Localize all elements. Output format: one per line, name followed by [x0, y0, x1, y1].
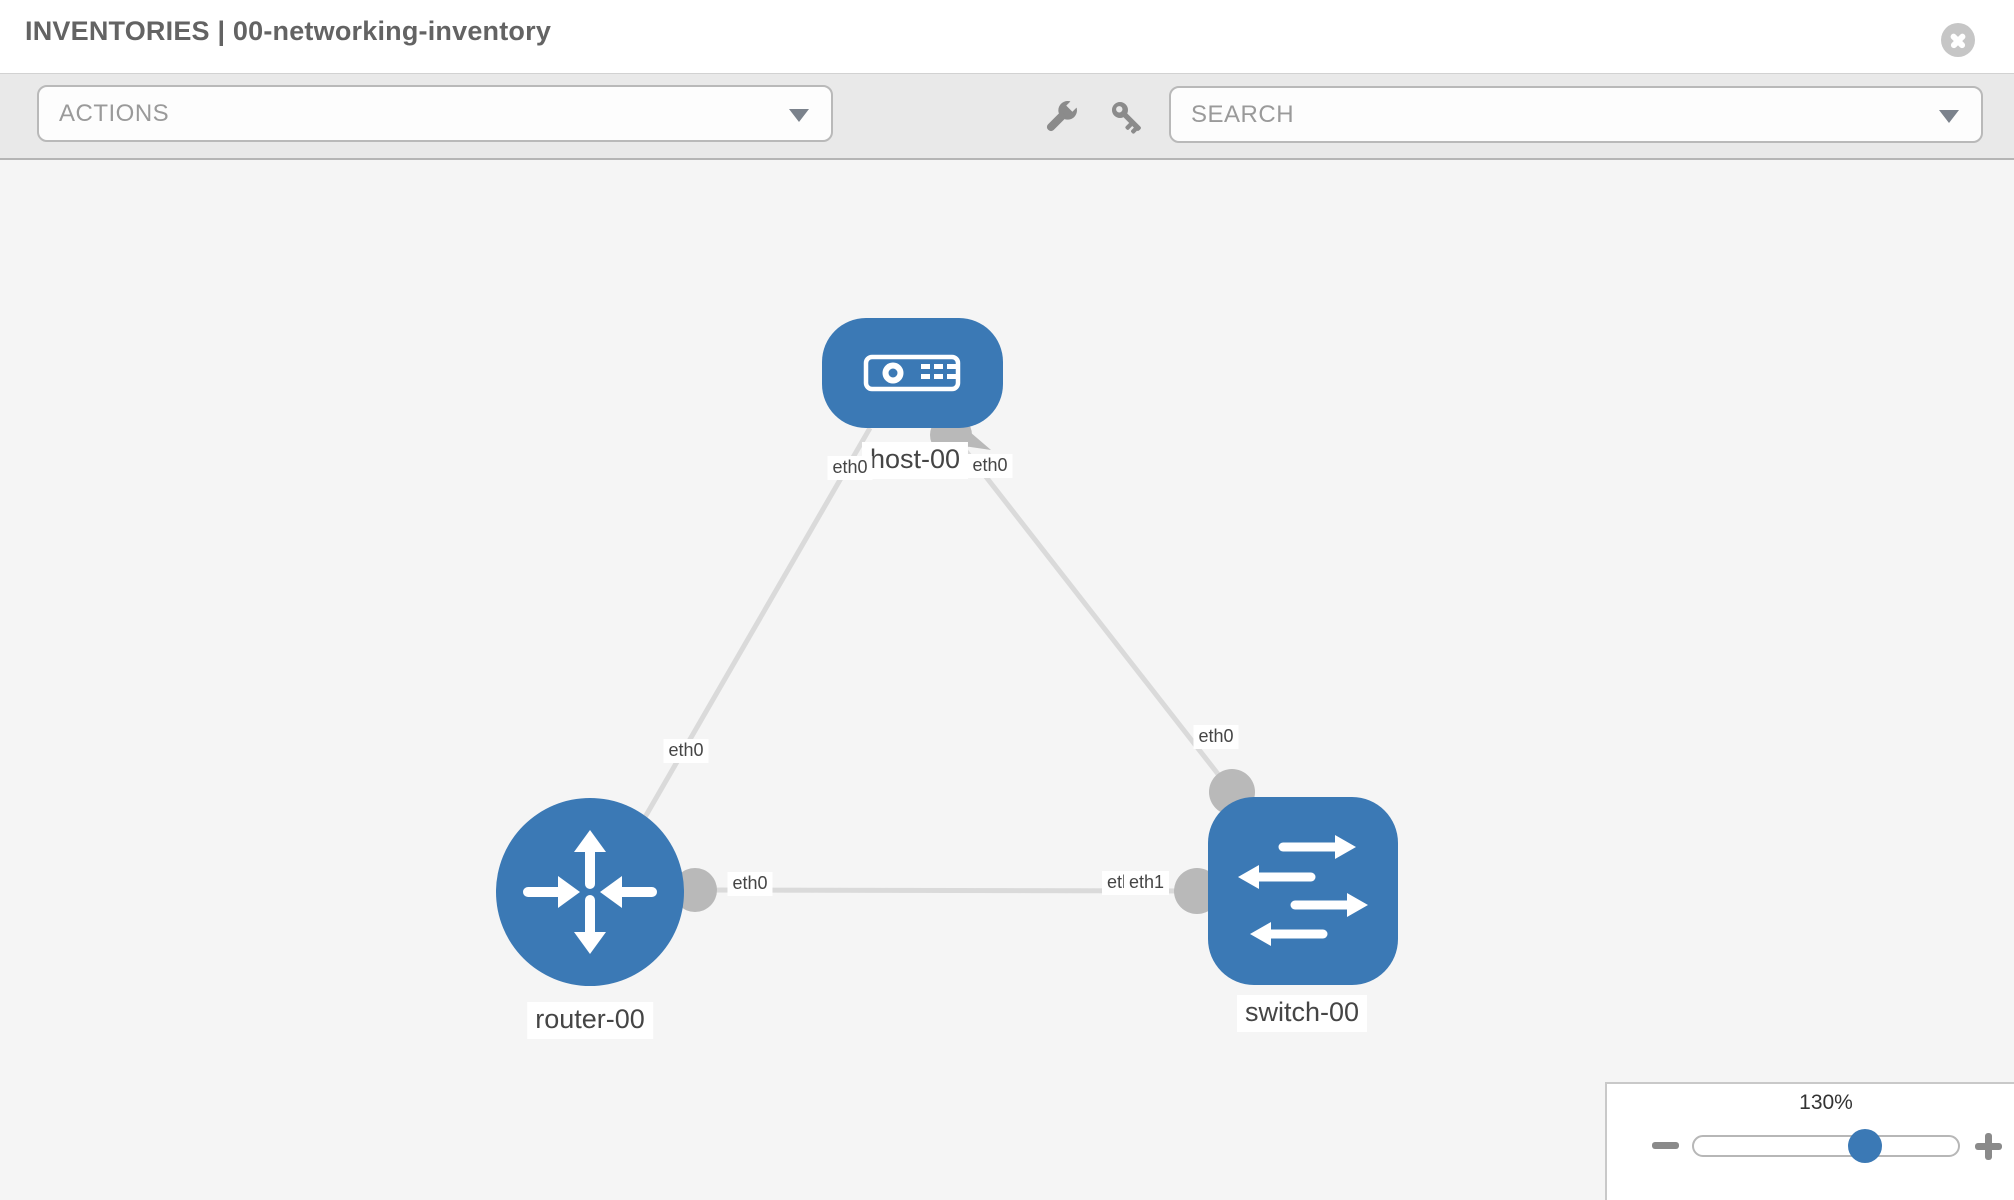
node-host-00[interactable]: [822, 318, 1003, 428]
actions-dropdown-label: ACTIONS: [59, 99, 170, 127]
iface-label-switch-eth0: eth0: [1193, 725, 1239, 749]
port-router-eth0: [673, 868, 717, 912]
plus-icon: [1985, 1133, 1992, 1160]
key-icon[interactable]: [1108, 98, 1148, 138]
page-title: INVENTORIES | 00-networking-inventory: [25, 16, 552, 46]
iface-label-router-eth0: eth0: [727, 872, 773, 896]
zoom-panel: 130%: [1605, 1082, 2014, 1200]
zoom-slider-thumb[interactable]: [1847, 1129, 1882, 1163]
toolbar-tools: [1040, 96, 1170, 140]
zoom-slider[interactable]: [1692, 1129, 1960, 1163]
topology-canvas[interactable]: host-00 router-00 switch-00 eth0 eth0 et…: [0, 160, 2014, 1200]
router-icon: [523, 830, 657, 954]
zoom-in-button[interactable]: [1975, 1133, 2002, 1160]
link-host-switch[interactable]: [949, 430, 1234, 794]
node-router-00[interactable]: [496, 798, 684, 986]
zoom-out-button[interactable]: [1652, 1142, 1679, 1149]
search-dropdown-label: SEARCH: [1191, 100, 1295, 128]
actions-dropdown[interactable]: ACTIONS: [37, 85, 833, 142]
header: INVENTORIES | 00-networking-inventory: [0, 0, 2014, 73]
close-button[interactable]: [1941, 23, 1975, 57]
toolbar: ACTIONS: [0, 73, 2014, 160]
switch-icon: [1238, 835, 1368, 946]
node-label-host: host-00: [861, 442, 969, 479]
iface-label-host-eth0-left: eth0: [827, 456, 873, 480]
node-label-switch: switch-00: [1236, 995, 1368, 1032]
topology-graph: [496, 318, 1398, 986]
host-icon: [863, 354, 961, 392]
iface-label-switch-eth1: eth1: [1124, 871, 1170, 895]
search-dropdown[interactable]: SEARCH: [1169, 86, 1983, 143]
zoom-level: 130%: [1799, 1091, 1853, 1114]
node-switch-00[interactable]: [1208, 797, 1398, 985]
iface-label-router-eth0-uplink: eth0: [663, 739, 709, 763]
wrench-icon[interactable]: [1040, 98, 1080, 138]
chevron-down-icon: [789, 108, 809, 122]
chevron-down-icon: [1939, 109, 1959, 123]
node-label-router: router-00: [527, 1002, 653, 1039]
iface-label-host-eth0-right: eth0: [967, 454, 1013, 478]
